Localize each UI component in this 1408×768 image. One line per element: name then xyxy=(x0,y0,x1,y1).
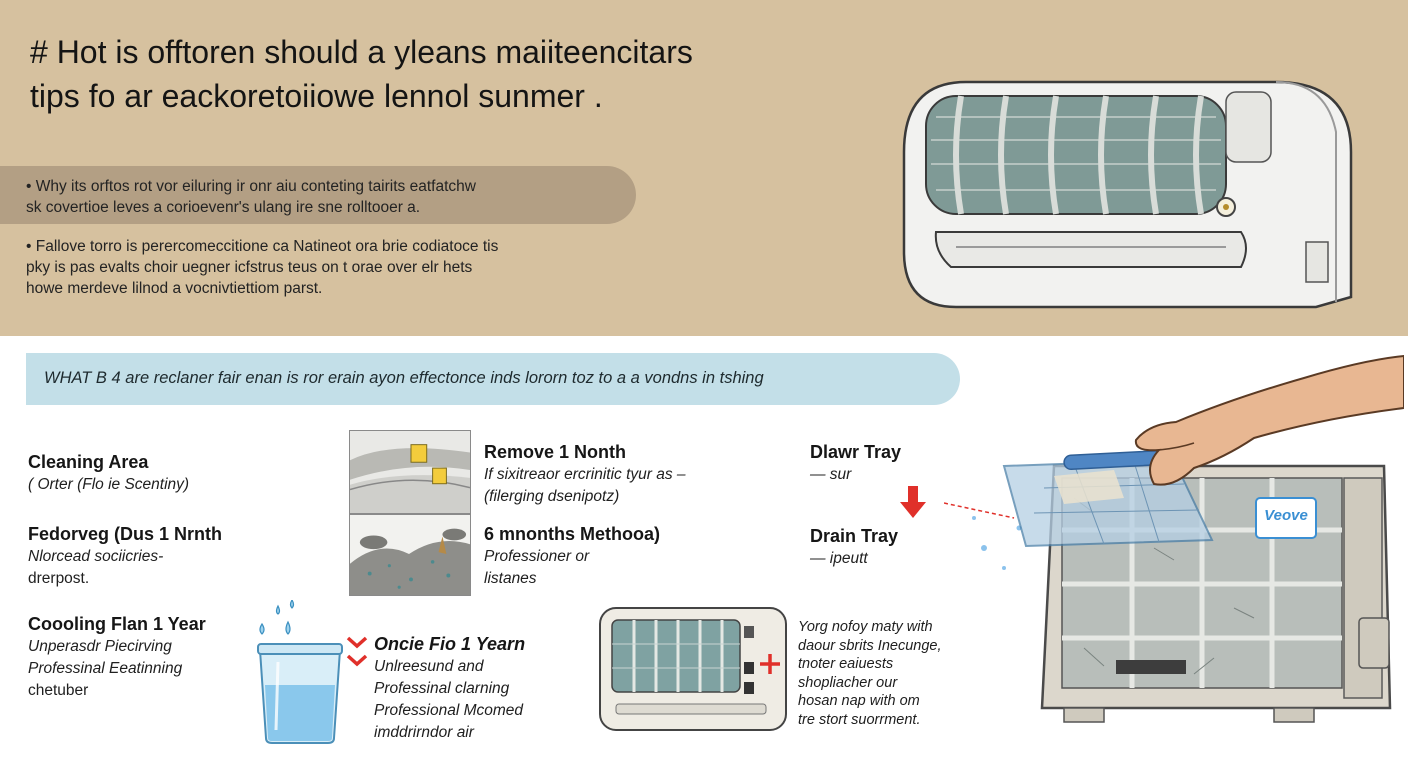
coil-debris-thumbnail xyxy=(349,514,471,596)
filter-dust-thumbnail xyxy=(349,430,471,514)
highlight-band xyxy=(0,166,636,224)
down-arrow-icon xyxy=(900,486,926,518)
small-ac-illustration xyxy=(599,607,787,731)
intro-bullet-1: • Why its orftos rot vor eiluring ir onr… xyxy=(26,178,476,216)
note-text: Yorg nofoy maty with daour sbrits Inecun… xyxy=(798,619,942,728)
schedule-item-once-yearly: Oncie Fio 1 Yearn Unlreesund and Profess… xyxy=(374,634,526,741)
indoor-ac-illustration xyxy=(902,80,1353,309)
water-pitcher-icon xyxy=(257,600,343,744)
banner-text: WHAT B 4 are reclaner fair enan is ror e… xyxy=(44,369,764,387)
brand-badge: Veove xyxy=(1264,507,1308,524)
schedule-item-monthly: Fedorveg (Dus 1 Nrnth Nlorcead sociicrie… xyxy=(28,524,223,587)
schedule-item-six-months: 6 mnonths Methooa) Professioner or lista… xyxy=(484,524,660,587)
schedule-item-remove-monthly: Remove 1 Nonth If sixitreaor ercrinitic … xyxy=(484,442,686,505)
outdoor-unit-illustration xyxy=(944,354,1404,723)
schedule-item-drawer-tray: Dlawr Tray — sur xyxy=(810,442,902,483)
schedule-item-yearly-fan: Coooling Flan 1 Year Unperasdr Piecirvin… xyxy=(28,614,206,699)
title-line-2: tips fo ar eackoretoiiowe lennol sunmer … xyxy=(30,78,603,114)
info-banner xyxy=(26,353,960,405)
intro-bullet-2: • Fallove torro is perercomeccitione ca … xyxy=(26,238,499,297)
schedule-item-cleaning-area: Cleaning Area ( Orter (Flo ie Scentiny) xyxy=(28,452,190,493)
page-title: # Hot is offtoren should a yleans maiite… xyxy=(30,30,870,118)
red-chevron-icon xyxy=(346,636,368,667)
title-line-1: # Hot is offtoren should a yleans maiite… xyxy=(30,34,693,70)
schedule-item-drain-tray: Drain Tray — ipeutt xyxy=(810,526,899,567)
